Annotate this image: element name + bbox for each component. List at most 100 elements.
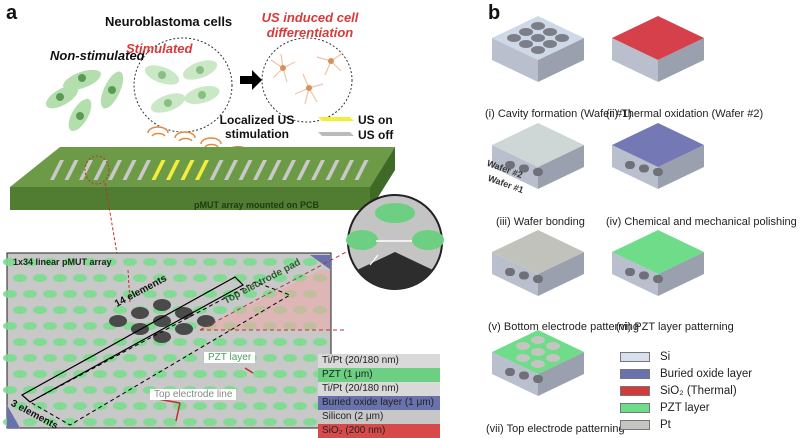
pzt-pad bbox=[213, 306, 227, 314]
pzt-pad bbox=[143, 418, 157, 426]
pzt-pad bbox=[23, 354, 37, 362]
stripe-off bbox=[282, 160, 296, 180]
pzt-pad bbox=[293, 338, 307, 346]
pzt-pad bbox=[183, 290, 197, 298]
cavity-cross-section bbox=[357, 252, 433, 290]
pzt-pad bbox=[243, 418, 257, 426]
pzt-pad bbox=[113, 274, 127, 282]
block-top bbox=[492, 230, 584, 274]
pzt-pad bbox=[63, 290, 77, 298]
pzt-pad bbox=[13, 274, 27, 282]
legend-label: PZT layer bbox=[660, 401, 710, 414]
process-step-5 bbox=[492, 230, 584, 296]
pzt-pad bbox=[73, 274, 87, 282]
pzt-pad bbox=[123, 354, 137, 362]
stimulated-ellipse bbox=[133, 37, 233, 133]
pzt-pad bbox=[263, 258, 277, 266]
pzt-pad bbox=[183, 418, 197, 426]
pzt-layer-tag: PZT layer bbox=[204, 352, 256, 363]
pzt-pad bbox=[63, 418, 77, 426]
pzt-pad bbox=[33, 370, 47, 378]
pzt-pad bbox=[293, 402, 307, 410]
array-title: 1x34 linear pMUT array bbox=[13, 257, 112, 267]
pzt-pad bbox=[63, 386, 77, 394]
layer-stack: Ti/Pt (20/180 nm)PZT (1 μm)Ti/Pt (20/180… bbox=[318, 354, 440, 438]
pzt-pad bbox=[103, 290, 117, 298]
pzt-pad bbox=[43, 418, 57, 426]
pzt-pad bbox=[33, 274, 47, 282]
pzt-pad bbox=[23, 290, 37, 298]
pzt-pad bbox=[93, 338, 107, 346]
process-step-6 bbox=[612, 230, 704, 296]
pzt-pad bbox=[203, 290, 217, 298]
pzt-pad bbox=[3, 258, 17, 266]
stripe-off bbox=[340, 160, 354, 180]
pzt-pad bbox=[43, 322, 57, 330]
cavity bbox=[519, 28, 533, 36]
pzt-pad bbox=[113, 402, 127, 410]
pzt-pad bbox=[93, 306, 107, 314]
pzt-pad bbox=[73, 338, 87, 346]
pzt-pad bbox=[273, 274, 287, 282]
pzt-pad bbox=[113, 306, 127, 314]
pzt-pad bbox=[283, 258, 297, 266]
stripe-off bbox=[253, 160, 267, 180]
pzt-pad bbox=[83, 386, 97, 394]
pzt-pad bbox=[143, 258, 157, 266]
stripe-off bbox=[311, 160, 325, 180]
pzt-pad bbox=[3, 322, 17, 330]
pzt-pad bbox=[233, 402, 247, 410]
layer-row: SiO₂ (200 nm) bbox=[318, 424, 440, 438]
pzt-pad bbox=[283, 386, 297, 394]
pzt-pad bbox=[213, 402, 227, 410]
pzt-pad bbox=[273, 338, 287, 346]
pzt-pad bbox=[193, 274, 207, 282]
pzt-pad bbox=[53, 306, 67, 314]
pzt-pad bbox=[53, 402, 67, 410]
pzt-pad bbox=[253, 402, 267, 410]
pzt-arrow bbox=[244, 367, 254, 374]
legend-us-on: US on bbox=[358, 113, 393, 127]
electrode-pad bbox=[546, 342, 560, 350]
legend-label: Buried oxide layer bbox=[660, 367, 753, 380]
pzt-pad bbox=[83, 290, 97, 298]
14-elements-outline bbox=[20, 276, 244, 403]
zoom-line bbox=[104, 182, 123, 284]
pzt-pad bbox=[43, 386, 57, 394]
stripe-off bbox=[50, 160, 64, 180]
electrode-pad bbox=[546, 354, 560, 362]
electrode-pad bbox=[516, 342, 530, 350]
stripe-off bbox=[238, 160, 253, 180]
pzt-pad bbox=[183, 354, 197, 362]
pzt-pad bbox=[3, 386, 17, 394]
pzt-pad bbox=[163, 354, 177, 362]
pzt-pad bbox=[123, 290, 137, 298]
layer-row: Ti/Pt (20/180 nm) bbox=[318, 382, 440, 396]
stripe-off bbox=[137, 160, 151, 180]
pzt-pad bbox=[253, 338, 267, 346]
pzt-pad bbox=[183, 258, 197, 266]
pzt-pad bbox=[143, 290, 157, 298]
step-caption: (iii) Wafer bonding bbox=[496, 216, 585, 228]
stripe-off bbox=[64, 160, 79, 180]
pzt-pad bbox=[173, 370, 187, 378]
pcb-label: pMUT array mounted on PCB bbox=[194, 200, 320, 210]
legend-item: Buried oxide layer bbox=[620, 365, 752, 382]
layer-row: PZT (1 μm) bbox=[318, 368, 440, 382]
process-step-3 bbox=[492, 123, 584, 189]
pzt-pad bbox=[23, 418, 37, 426]
cavity bbox=[543, 40, 557, 48]
pzt-pad bbox=[193, 370, 207, 378]
pzt-pad bbox=[53, 274, 67, 282]
pzt-pad bbox=[243, 386, 257, 394]
step-caption: (v) Bottom electrode patterning bbox=[488, 321, 640, 333]
process-step-7 bbox=[492, 330, 584, 396]
stripe-off bbox=[79, 160, 93, 180]
legend-us-off: US off bbox=[358, 128, 394, 142]
pzt-pad bbox=[223, 290, 237, 298]
stripe-off bbox=[209, 160, 224, 180]
stripe-off bbox=[267, 160, 282, 180]
zoom-region bbox=[200, 270, 330, 330]
